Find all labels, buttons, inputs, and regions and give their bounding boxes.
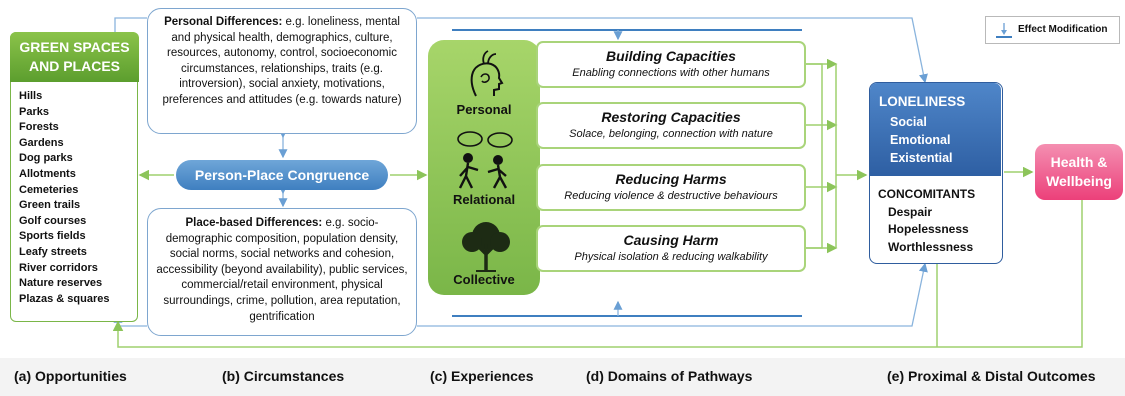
pathway-restoring-capacities: Restoring Capacities Solace, belonging, … bbox=[536, 102, 806, 149]
stage-label-outcomes: (e) Proximal & Distal Outcomes bbox=[887, 368, 1096, 384]
green-spaces-title-2: AND PLACES bbox=[28, 58, 120, 74]
list-item: Leafy streets bbox=[19, 245, 87, 258]
place-based-differences-text: e.g. socio-demographic composition, popu… bbox=[156, 217, 408, 323]
experience-relational: Relational bbox=[452, 192, 516, 207]
list-item: Parks bbox=[19, 105, 49, 118]
effect-modification-icon bbox=[996, 23, 1012, 38]
concomitant-item: Hopelessness bbox=[888, 222, 969, 236]
pathway-title: Restoring Capacities bbox=[601, 109, 741, 125]
pathway-subtitle: Enabling connections with other humans bbox=[572, 67, 770, 79]
personal-head-icon bbox=[470, 50, 504, 97]
legend-label: Effect Modification bbox=[1018, 24, 1108, 35]
list-item: Green trails bbox=[19, 199, 81, 212]
green-spaces-title-1: GREEN SPACES bbox=[19, 39, 130, 55]
loneliness-type: Emotional bbox=[890, 133, 951, 147]
place-based-differences-heading: Place-based Differences: bbox=[185, 217, 323, 229]
collective-tree-icon bbox=[462, 222, 510, 272]
loneliness-type: Social bbox=[890, 115, 927, 129]
concomitant-item: Despair bbox=[888, 204, 933, 219]
stage-label-band bbox=[0, 358, 1125, 396]
personal-differences-text: e.g. loneliness, mental and physical hea… bbox=[162, 16, 402, 106]
list-item: Sports fields bbox=[19, 230, 86, 243]
list-item: Cemeteries bbox=[19, 183, 79, 196]
health-line-1: Health & bbox=[1050, 154, 1108, 170]
stage-label-experiences: (c) Experiences bbox=[430, 368, 534, 384]
place-based-differences-box: Place-based Differences: e.g. socio-demo… bbox=[147, 208, 417, 336]
green-spaces-panel: GREEN SPACES AND PLACES Hills Parks Fore… bbox=[10, 32, 139, 322]
pathway-title: Reducing Harms bbox=[615, 171, 727, 187]
person-place-congruence: Person-Place Congruence bbox=[176, 160, 388, 190]
personal-differences-box: Personal Differences: e.g. loneliness, m… bbox=[147, 8, 417, 134]
legend: Effect Modification bbox=[985, 16, 1120, 44]
loneliness-header: LONELINESS Social Emotional Existential bbox=[870, 83, 1001, 176]
health-line-2: Wellbeing bbox=[1046, 173, 1112, 189]
pathway-subtitle: Physical isolation & reducing walkabilit… bbox=[574, 251, 768, 263]
list-item: Gardens bbox=[19, 136, 64, 149]
list-item: Plazas & squares bbox=[19, 292, 110, 305]
experience-personal: Personal bbox=[456, 102, 512, 117]
concomitant-item: Worthlessness bbox=[888, 239, 974, 254]
list-item: Allotments bbox=[19, 167, 76, 180]
loneliness-title: LONELINESS bbox=[879, 94, 966, 109]
list-item: Dog parks bbox=[19, 152, 73, 165]
pathway-building-capacities: Building Capacities Enabling connections… bbox=[536, 41, 806, 88]
experiences-panel: Personal Relational Collective bbox=[428, 40, 540, 295]
loneliness-type: Existential bbox=[890, 151, 953, 165]
pathway-causing-harm: Causing Harm Physical isolation & reduci… bbox=[536, 225, 806, 272]
list-item: Forests bbox=[19, 121, 59, 134]
list-item: Hills bbox=[19, 90, 43, 102]
pathway-title: Causing Harm bbox=[623, 232, 719, 248]
list-item: Golf courses bbox=[19, 214, 87, 227]
stage-label-opportunities: (a) Opportunities bbox=[14, 368, 127, 384]
green-spaces-list: Hills Parks Forests Gardens Dog parks Al… bbox=[19, 89, 110, 307]
experience-collective: Collective bbox=[453, 272, 515, 287]
relational-people-icon bbox=[457, 131, 513, 189]
concomitants-title: CONCOMITANTS bbox=[878, 187, 976, 201]
stage-label-pathways: (d) Domains of Pathways bbox=[586, 368, 753, 384]
pathway-title: Building Capacities bbox=[606, 48, 736, 64]
pathway-reducing-harms: Reducing Harms Reducing violence & destr… bbox=[536, 164, 806, 211]
pathway-subtitle: Reducing violence & destructive behaviou… bbox=[564, 190, 778, 202]
list-item: Nature reserves bbox=[19, 277, 103, 290]
stage-label-circumstances: (b) Circumstances bbox=[222, 368, 345, 384]
loneliness-box: LONELINESS Social Emotional Existential … bbox=[869, 82, 1003, 264]
concomitants-list: CONCOMITANTS Despair Hopelessness Worthl… bbox=[878, 186, 975, 256]
personal-differences-heading: Personal Differences: bbox=[164, 16, 283, 28]
pathway-subtitle: Solace, belonging, connection with natur… bbox=[569, 128, 773, 140]
list-item: River corridors bbox=[19, 261, 98, 274]
health-wellbeing-box: Health & Wellbeing bbox=[1035, 144, 1123, 200]
green-spaces-header: GREEN SPACES AND PLACES bbox=[10, 32, 139, 82]
